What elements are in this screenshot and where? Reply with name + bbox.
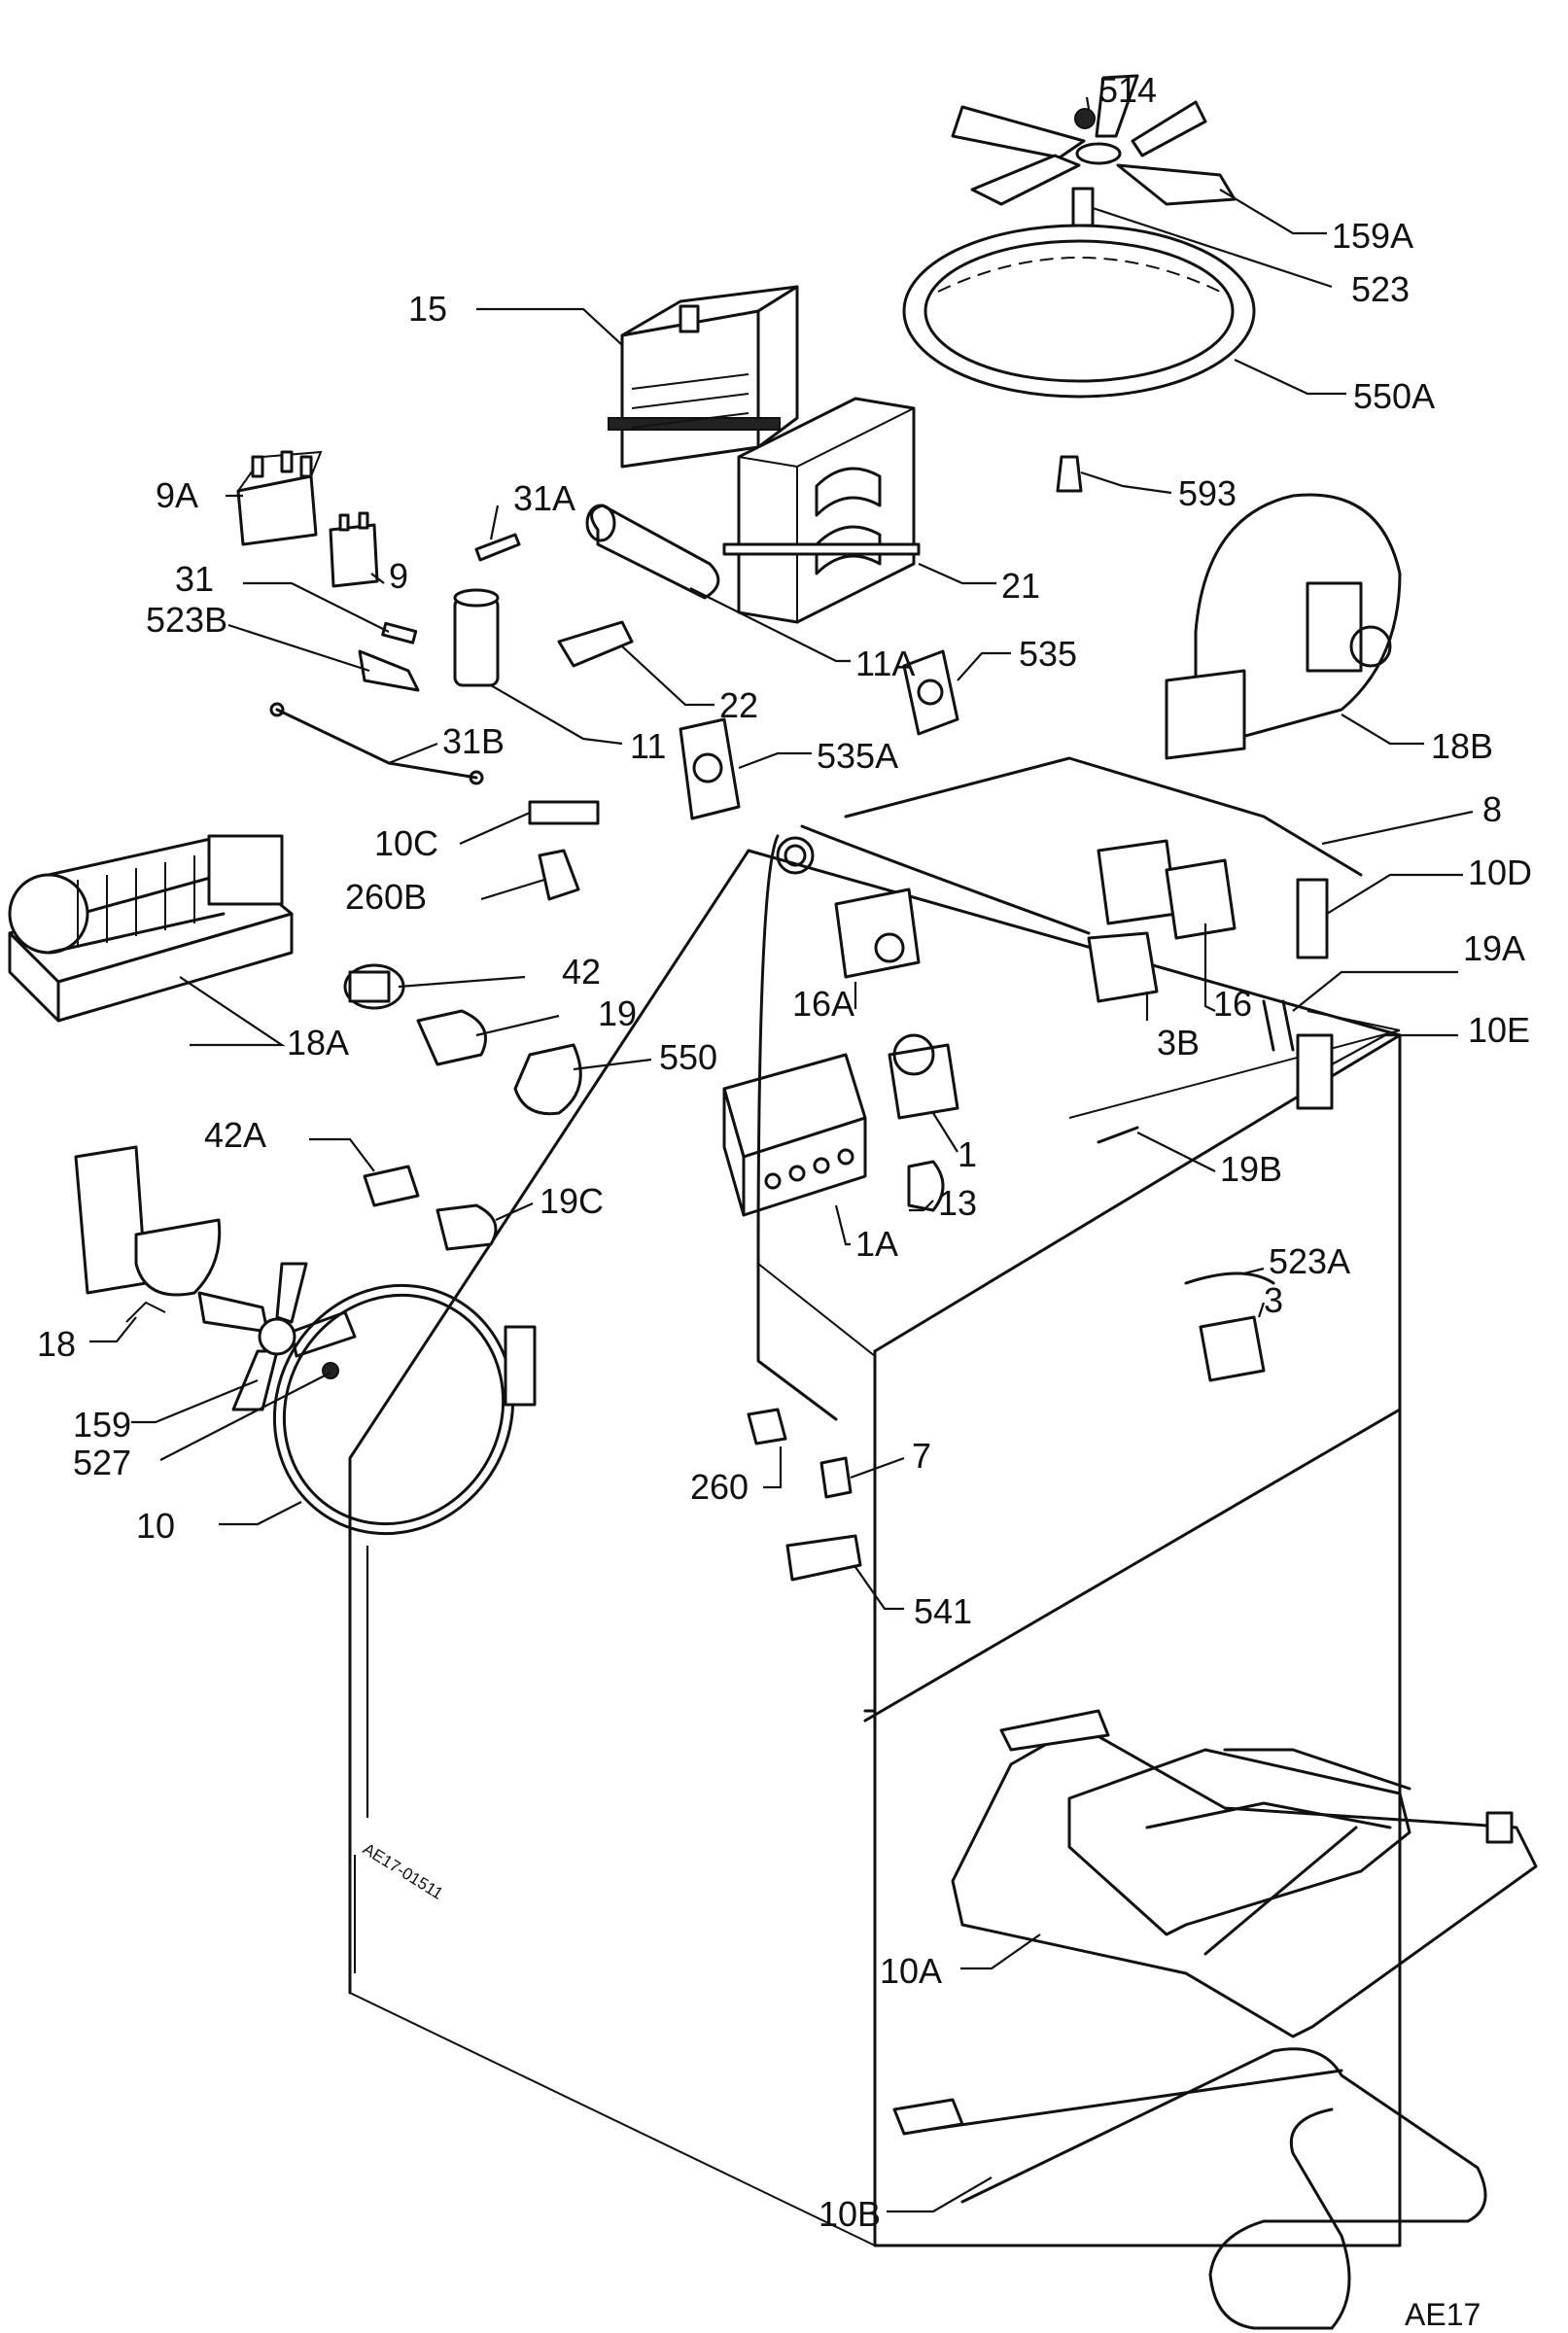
callout-535a: 535A xyxy=(817,736,898,776)
callout-19a: 19A xyxy=(1463,928,1525,968)
part-10e xyxy=(1296,1033,1334,1110)
clip-260b xyxy=(538,849,580,901)
part-7 xyxy=(819,1456,853,1499)
thermostat-1 xyxy=(888,1033,959,1120)
callout-159: 159 xyxy=(73,1405,131,1445)
motor-18 xyxy=(74,1145,222,1323)
callout-550: 550 xyxy=(659,1037,717,1077)
bracket-22 xyxy=(557,620,634,668)
callout-31b: 31B xyxy=(442,721,505,761)
callout-523a: 523A xyxy=(1269,1241,1350,1281)
timer-16a xyxy=(834,888,921,979)
tangential-fan-18a xyxy=(8,834,294,1023)
fan-blade-159a xyxy=(951,74,1237,227)
fan-ring-550a xyxy=(902,224,1256,399)
callout-31a: 31A xyxy=(513,478,575,518)
callout-10e: 10E xyxy=(1468,1010,1530,1050)
callout-514: 514 xyxy=(1098,70,1157,110)
bracket-541 xyxy=(785,1534,862,1582)
holder-523b xyxy=(358,649,420,692)
callout-159a: 159A xyxy=(1332,216,1413,256)
callout-593: 593 xyxy=(1178,473,1237,513)
callout-42: 42 xyxy=(562,952,601,992)
callout-8: 8 xyxy=(1482,789,1502,829)
callout-19c: 19C xyxy=(540,1181,604,1221)
callout-260: 260 xyxy=(690,1467,749,1507)
blower-18b xyxy=(1165,493,1402,760)
callout-523b: 523B xyxy=(146,600,227,640)
callout-535: 535 xyxy=(1019,634,1077,674)
callout-42a: 42A xyxy=(204,1115,266,1155)
callout-13: 13 xyxy=(938,1183,977,1223)
part-10d xyxy=(1296,878,1329,959)
callout-527: 527 xyxy=(73,1443,131,1482)
callout-260b: 260B xyxy=(345,877,427,917)
callout-18: 18 xyxy=(37,1324,76,1364)
callout-21: 21 xyxy=(1001,566,1040,606)
bulb-19 xyxy=(416,1009,487,1066)
part-10c xyxy=(528,800,600,825)
callout-523: 523 xyxy=(1351,269,1410,309)
relay-9 xyxy=(329,511,379,588)
clip-260 xyxy=(747,1408,787,1445)
callout-9: 9 xyxy=(389,556,408,596)
callout-7: 7 xyxy=(912,1436,931,1476)
socket-535a xyxy=(679,717,741,820)
drawing-reference: AE17-01511 xyxy=(360,1839,446,1903)
circular-element-10 xyxy=(272,1283,537,1536)
callout-22: 22 xyxy=(719,685,758,725)
callout-19b: 19B xyxy=(1220,1149,1282,1189)
socket-535 xyxy=(902,649,959,736)
programmer-1a xyxy=(722,1053,867,1217)
lamp-holder-42 xyxy=(343,963,405,1010)
callout-10a: 10A xyxy=(880,1951,942,1991)
callout-10d: 10D xyxy=(1468,853,1532,892)
magnetron-15 xyxy=(608,285,799,469)
capacitor-11 xyxy=(453,588,500,687)
clip-523a xyxy=(1184,1271,1275,1285)
grill-element-10a xyxy=(951,1709,1538,2038)
fan-159 xyxy=(197,1262,357,1411)
callout-11a: 11A xyxy=(855,644,915,683)
diagram-code: AE17 xyxy=(1405,2297,1481,2332)
oven-cabinet xyxy=(348,849,1402,2247)
fuse-31a xyxy=(474,533,521,562)
callout-10c: 10C xyxy=(374,823,438,863)
bottom-element-10b xyxy=(892,2047,1487,2330)
switch-16 xyxy=(1097,839,1237,940)
callout-16: 16 xyxy=(1213,984,1252,1024)
callout-1a: 1A xyxy=(855,1224,898,1264)
wire-19b xyxy=(1097,1126,1139,1144)
callout-3b: 3B xyxy=(1157,1023,1200,1062)
callout-15: 15 xyxy=(408,289,447,329)
fuse-31 xyxy=(381,621,418,644)
callout-10: 10 xyxy=(136,1506,175,1546)
callout-9a: 9A xyxy=(156,475,198,515)
callout-16a: 16A xyxy=(792,984,854,1024)
callout-11: 11 xyxy=(630,726,666,766)
callout-550a: 550A xyxy=(1353,376,1435,416)
callout-18b: 18B xyxy=(1431,726,1493,766)
thermostat-3 xyxy=(1199,1315,1266,1382)
lamp-holder-42a xyxy=(363,1165,420,1207)
callout-10b: 10B xyxy=(819,2194,881,2234)
callout-31: 31 xyxy=(175,559,214,599)
capacitor-11a xyxy=(585,504,720,600)
clip-593 xyxy=(1056,455,1083,493)
callout-1: 1 xyxy=(958,1134,977,1174)
wire-19a xyxy=(1262,999,1295,1052)
lamp-13 xyxy=(907,1160,945,1212)
callout-541: 541 xyxy=(914,1591,972,1631)
callout-labels: 514 159A 523 550A 15 593 9A 31A 21 9 31 … xyxy=(37,70,1532,2234)
callout-18a: 18A xyxy=(287,1023,349,1062)
leader-lines xyxy=(89,96,1474,2213)
lamp-cover-550 xyxy=(513,1043,582,1116)
callout-19: 19 xyxy=(598,993,637,1033)
callout-3: 3 xyxy=(1264,1280,1283,1320)
switch-3b xyxy=(1087,931,1159,1003)
relay-9a xyxy=(236,450,323,546)
capillary-8 xyxy=(844,756,1363,877)
bulb-19c xyxy=(436,1203,498,1251)
